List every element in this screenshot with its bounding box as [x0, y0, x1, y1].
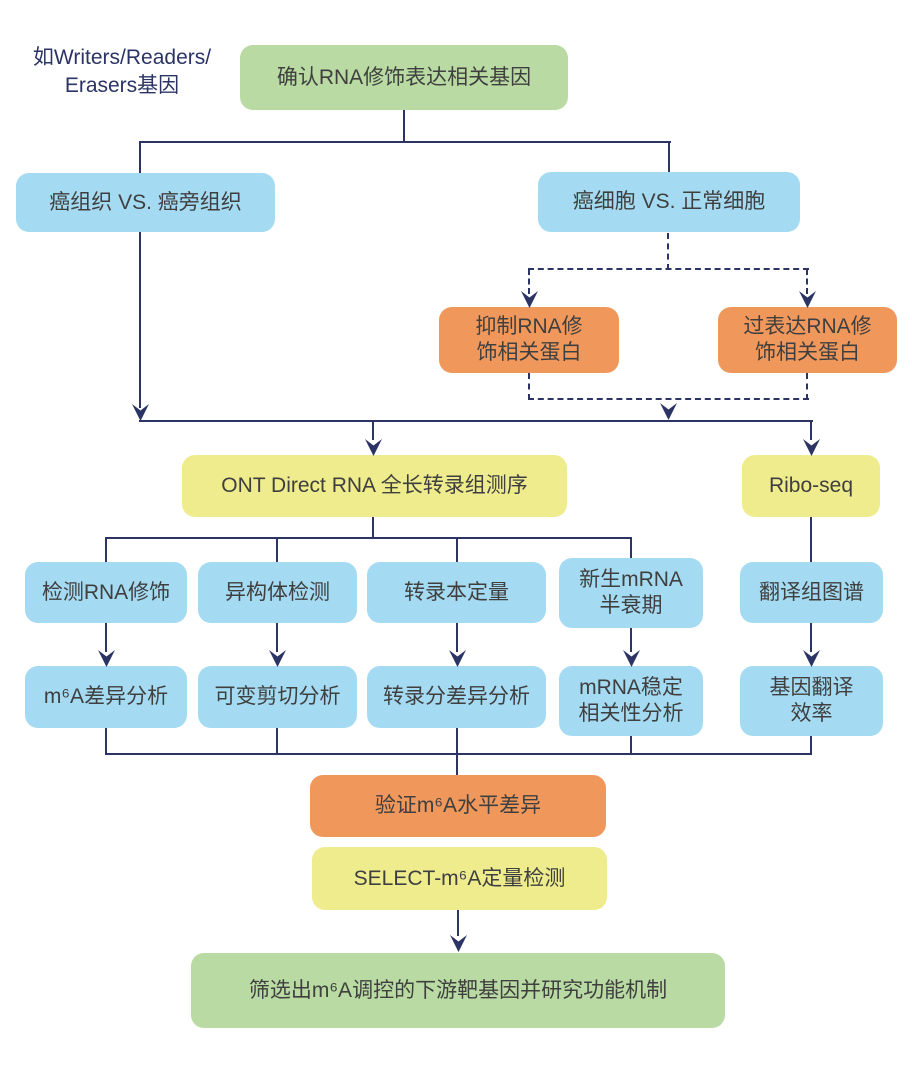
connector [810, 422, 812, 440]
connector-dashed [528, 269, 530, 294]
connector [276, 727, 278, 755]
node-mrna-stability-correlation: mRNA稳定 相关性分析 [559, 666, 703, 736]
connector [456, 622, 458, 652]
connector [810, 735, 812, 755]
connector [403, 108, 405, 143]
connector [105, 537, 107, 563]
connector [456, 537, 458, 563]
connector [810, 622, 812, 652]
node-overexpress-rna-mod-protein: 过表达RNA修 饰相关蛋白 [718, 307, 897, 373]
connector [139, 141, 141, 174]
connector [630, 735, 632, 755]
node-cancer-vs-normal-cell: 癌细胞 VS. 正常细胞 [538, 172, 800, 232]
node-gene-translation-efficiency: 基因翻译 效率 [740, 666, 883, 736]
connector [630, 627, 632, 652]
arrow-down-icon [660, 403, 677, 420]
connector-dashed [806, 269, 808, 294]
connector-splitter [105, 537, 632, 539]
node-inhibit-rna-mod-protein: 抑制RNA修 饰相关蛋白 [439, 307, 619, 373]
connector [810, 516, 812, 563]
node-m6a-differential-analysis: m⁶A差异分析 [25, 666, 187, 728]
node-tumor-vs-adjacent-tissue: 癌组织 VS. 癌旁组织 [16, 173, 275, 232]
connector [139, 141, 671, 143]
node-transcript-quantification: 转录本定量 [367, 562, 546, 623]
node-translatome-profile: 翻译组图谱 [740, 562, 883, 623]
connector [139, 231, 141, 408]
connector [456, 753, 458, 776]
connector-dashed [528, 373, 530, 400]
node-validate-m6a-level: 验证m⁶A水平差异 [310, 775, 606, 837]
node-confirm-gene: 确认RNA修饰表达相关基因 [240, 45, 568, 110]
node-nascent-mrna-halflife: 新生mRNA 半衰期 [559, 558, 703, 628]
connector-dashed [528, 268, 809, 270]
connector-dashed [667, 233, 669, 270]
connector-dashed [528, 398, 809, 400]
node-detect-rna-modification: 检测RNA修饰 [25, 562, 187, 623]
connector [630, 537, 632, 559]
connector-dashed [806, 373, 808, 400]
connector [668, 141, 670, 173]
arrow-down-icon [449, 650, 466, 667]
arrow-down-icon [365, 439, 382, 456]
node-select-m6a-assay: SELECT-m⁶A定量检测 [312, 847, 607, 910]
connector [457, 909, 459, 936]
annotation-writers-readers-erasers: 如Writers/Readers/ Erasers基因 [32, 46, 212, 97]
arrow-down-icon [803, 439, 820, 456]
connector [372, 516, 374, 538]
node-transcript-differential-analysis: 转录分差异分析 [367, 666, 546, 728]
arrow-down-icon [450, 935, 467, 952]
arrow-down-icon [98, 650, 115, 667]
connector-collector-bottom [105, 753, 812, 755]
connector [105, 727, 107, 755]
connector [105, 622, 107, 652]
node-final-target-gene-mechanism: 筛选出m⁶A调控的下游靶基因并研究功能机制 [191, 953, 725, 1028]
node-isoform-detection: 异构体检测 [198, 562, 357, 623]
arrow-down-icon [803, 650, 820, 667]
connector [456, 727, 458, 755]
node-ont-direct-rna-seq: ONT Direct RNA 全长转录组测序 [182, 455, 567, 517]
connector-collector-top [139, 420, 813, 422]
node-alternative-splicing-analysis: 可变剪切分析 [198, 666, 357, 728]
connector [276, 622, 278, 652]
arrow-down-icon [623, 650, 640, 667]
node-ribo-seq: Ribo-seq [742, 455, 880, 517]
connector [372, 422, 374, 440]
connector [276, 537, 278, 563]
arrow-down-icon [269, 650, 286, 667]
